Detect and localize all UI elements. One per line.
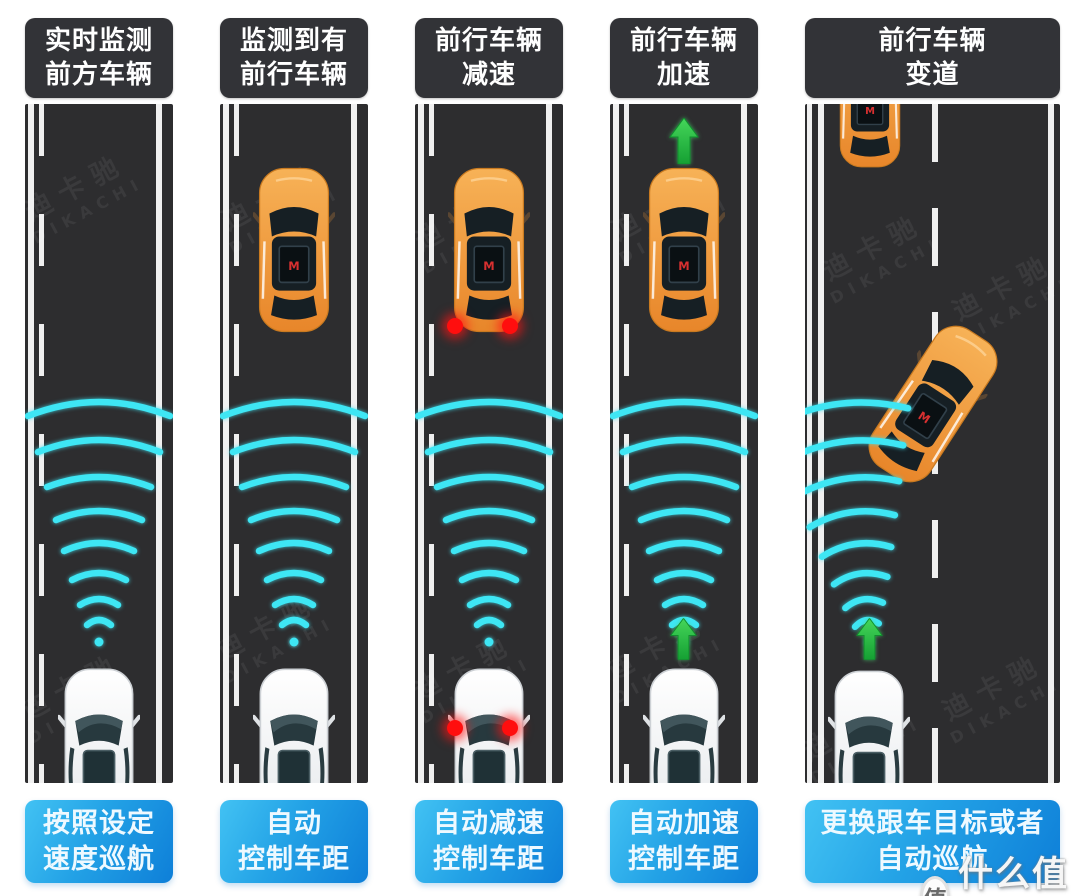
lane-line-dashed bbox=[39, 104, 44, 783]
radar-waves-icon bbox=[220, 104, 368, 783]
accelerate-arrow-icon bbox=[670, 618, 697, 660]
action-label: 自动 控制车距 bbox=[220, 800, 368, 883]
header-line: 变道 bbox=[905, 60, 960, 90]
header-line: 前方车辆 bbox=[44, 60, 153, 90]
header-line: 减速 bbox=[461, 60, 516, 90]
lane-line-dashed bbox=[429, 104, 434, 783]
header-line: 监测到有 bbox=[239, 25, 348, 56]
lane-line-solid bbox=[613, 104, 619, 783]
lane-line-dashed bbox=[624, 104, 629, 783]
road-scene: 迪卡驰 DIKACHI 迪卡驰 DIKACHI 迪卡驰 DIKACHI 迪卡驰 … bbox=[805, 104, 1060, 783]
accelerate-arrow-icon bbox=[856, 618, 883, 660]
brake-light-icon bbox=[447, 318, 463, 334]
lane-line-solid bbox=[156, 104, 162, 783]
panel-header: 前行车辆 加速 bbox=[610, 18, 758, 98]
radar-waves-icon bbox=[805, 104, 953, 783]
panel-lead-decelerate: 前行车辆 减速 迪卡驰 DIKACHI 迪卡驰 DIKACHI 自动减速 bbox=[415, 0, 563, 896]
panel-header: 监测到有 前行车辆 bbox=[220, 18, 368, 98]
lane-line-solid bbox=[351, 104, 357, 783]
lane-line-solid bbox=[418, 104, 424, 783]
header-line: 前行车辆 bbox=[878, 25, 987, 56]
road-scene: 迪卡驰 DIKACHI 迪卡驰 DIKACHI bbox=[25, 104, 173, 783]
action-label: 更换跟车目标或者 自动巡航 bbox=[805, 800, 1060, 883]
panel-monitor: 实时监测 前方车辆 迪卡驰 DIKACHI 迪卡驰 DIKACHI bbox=[25, 0, 173, 896]
site-watermark: 值 什么值得买 bbox=[920, 846, 1080, 896]
lane-line-solid bbox=[807, 104, 812, 783]
panel-lead-detected: 监测到有 前行车辆 迪卡驰 DIKACHI 迪卡驰 DIKACHI 自动 控制车… bbox=[220, 0, 368, 896]
road-scene: 迪卡驰 DIKACHI 迪卡驰 DIKACHI bbox=[415, 104, 563, 783]
header-line: 前行车辆 bbox=[629, 25, 738, 56]
site-name: 什么值得买 bbox=[958, 855, 1070, 895]
radar-waves-icon bbox=[25, 398, 173, 647]
radar-waves-icon bbox=[610, 104, 758, 783]
brake-light-icon bbox=[502, 318, 518, 334]
header-line: 前行车辆 bbox=[239, 60, 348, 90]
road-scene: 迪卡驰 DIKACHI 迪卡驰 DIKACHI bbox=[610, 104, 758, 783]
panel-header: 前行车辆 变道 bbox=[805, 18, 1060, 98]
lane-line-solid bbox=[546, 104, 552, 783]
brake-light-icon bbox=[447, 720, 463, 736]
action-label: 按照设定 速度巡航 bbox=[25, 800, 173, 883]
panel-lead-lane-change: 前行车辆 变道 迪卡驰 DIKACHI 迪卡驰 DIKACHI 迪卡驰 DIKA… bbox=[805, 0, 1060, 896]
road-scene: 迪卡驰 DIKACHI 迪卡驰 DIKACHI bbox=[220, 104, 368, 783]
panel-lead-accelerate: 前行车辆 加速 迪卡驰 DIKACHI 迪卡驰 DIKACHI 自动加速 控制车… bbox=[610, 0, 758, 896]
panel-header: 实时监测 前方车辆 bbox=[25, 18, 173, 98]
header-line: 加速 bbox=[656, 60, 711, 90]
action-label: 自动加速 控制车距 bbox=[610, 800, 758, 883]
radar-waves-icon bbox=[415, 104, 563, 783]
lane-line-solid bbox=[1048, 104, 1054, 783]
brake-light-icon bbox=[502, 720, 518, 736]
action-label: 自动减速 控制车距 bbox=[415, 800, 563, 883]
lane-line-solid bbox=[741, 104, 747, 783]
header-line: 前行车辆 bbox=[434, 25, 543, 56]
header-line: 实时监测 bbox=[44, 25, 153, 56]
lane-line-dashed bbox=[234, 104, 239, 783]
lane-line-solid bbox=[28, 104, 34, 783]
panel-header: 前行车辆 减速 bbox=[415, 18, 563, 98]
site-badge-icon: 值 bbox=[920, 876, 950, 896]
lane-line-solid bbox=[223, 104, 229, 783]
